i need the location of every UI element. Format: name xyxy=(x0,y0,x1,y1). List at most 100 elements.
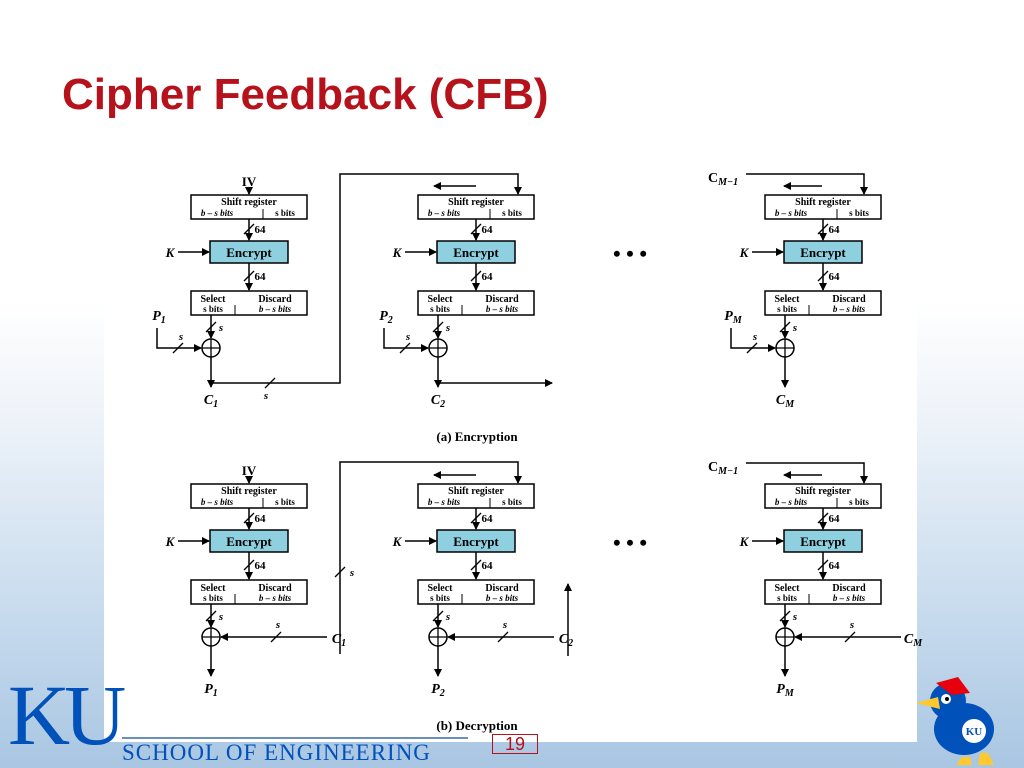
shift-register-box-1 xyxy=(190,483,308,509)
school-of-engineering-label: SCHOOL OF ENGINEERING xyxy=(122,740,431,765)
select-discard-box-1 xyxy=(190,290,308,316)
width-64b-label-1: 64 xyxy=(255,560,267,572)
shift-right-label-3: s bits xyxy=(849,208,869,218)
mascot-badge-text: KU xyxy=(966,726,983,738)
key-label-1: K xyxy=(165,245,176,260)
section-caption: (a) Encryption xyxy=(436,429,518,444)
key-label-3: K xyxy=(739,534,750,549)
input-arrow-2 xyxy=(383,328,429,352)
input-label-3: CM xyxy=(904,632,923,649)
width-64b-label-2: 64 xyxy=(482,271,494,283)
input-slash-1 xyxy=(270,631,282,643)
discard-label-1: Discard xyxy=(258,583,292,594)
shift-right-label-1: s bits xyxy=(275,497,295,507)
select-label-3: Select xyxy=(775,583,801,594)
jayhawk-mascot-icon: KU xyxy=(916,677,994,765)
width-slash-64a-1 xyxy=(243,512,255,524)
input-label-3: PM xyxy=(724,309,743,326)
select-discard-box-3 xyxy=(764,290,882,316)
width-64b-label-1: 64 xyxy=(255,271,267,283)
output-label-2: P2 xyxy=(431,682,445,699)
encrypt-label-1: Encrypt xyxy=(226,245,272,260)
shift-left-label-1: b – s bits xyxy=(201,208,234,218)
width-slash-64a-1 xyxy=(243,223,255,235)
enc-feedback-arrow xyxy=(211,173,522,384)
iv-label: IV xyxy=(242,174,257,189)
cm1-feed-arrow xyxy=(746,462,868,484)
shift-right-label-2: s bits xyxy=(502,208,522,218)
width-slash-64a-3 xyxy=(817,512,829,524)
input-slash-1 xyxy=(172,342,184,354)
shift-register-box-1 xyxy=(190,194,308,220)
width-slash-64b-3 xyxy=(817,270,829,282)
shift-left-label-2: b – s bits xyxy=(428,208,461,218)
discard-label-2: Discard xyxy=(485,294,519,305)
input-label-1: P1 xyxy=(152,309,166,326)
shift-register-label-3: Shift register xyxy=(795,197,851,208)
width-slash-64a-3 xyxy=(817,223,829,235)
width-64a-label-2: 64 xyxy=(482,224,494,236)
shift-register-box-3 xyxy=(764,483,882,509)
width-slash-s-1 xyxy=(205,321,217,333)
discard-label-3: Discard xyxy=(832,294,866,305)
width-64a-label-3: 64 xyxy=(829,224,841,236)
input-label-2: P2 xyxy=(379,309,393,326)
discard-sub-label-2: b – s bits xyxy=(486,593,519,603)
width-64b-label-2: 64 xyxy=(482,560,494,572)
footer-rule xyxy=(122,737,468,739)
input-arrow-1 xyxy=(156,328,202,352)
width-slash-64a-2 xyxy=(470,223,482,235)
input-s-label-2: s xyxy=(502,619,507,631)
shift-register-box-2 xyxy=(417,194,535,220)
width-s-label-1: s xyxy=(218,611,223,623)
shift-register-label-1: Shift register xyxy=(221,486,277,497)
width-64a-label-1: 64 xyxy=(255,513,267,525)
shift-register-label-2: Shift register xyxy=(448,486,504,497)
shift-right-label-1: s bits xyxy=(275,208,295,218)
cm1-feed-arrow xyxy=(746,173,868,195)
discard-sub-label-2: b – s bits xyxy=(486,304,519,314)
shift-left-label-1: b – s bits xyxy=(201,497,234,507)
input-s-label-2: s xyxy=(405,331,410,343)
width-s-label-2: s xyxy=(445,611,450,623)
shift-left-label-3: b – s bits xyxy=(775,497,808,507)
input-label-1: C1 xyxy=(332,632,346,649)
select-sub-label-3: s bits xyxy=(777,593,797,603)
section-caption: (b) Decryption xyxy=(436,718,518,733)
input-slash-3 xyxy=(746,342,758,354)
width-64a-label-2: 64 xyxy=(482,513,494,525)
select-sub-label-3: s bits xyxy=(777,304,797,314)
width-64b-label-3: 64 xyxy=(829,560,841,572)
width-slash-64a-2 xyxy=(470,512,482,524)
select-discard-box-2 xyxy=(417,579,535,605)
width-slash-s-3 xyxy=(779,610,791,622)
input-s-label-1: s xyxy=(178,331,183,343)
ellipsis: • • • xyxy=(613,530,647,555)
key-label-2: K xyxy=(392,245,403,260)
discard-sub-label-3: b – s bits xyxy=(833,593,866,603)
input-label-2: C2 xyxy=(559,632,573,649)
width-s-label-3: s xyxy=(792,611,797,623)
encrypt-label-1: Encrypt xyxy=(226,534,272,549)
width-slash-s-3 xyxy=(779,321,791,333)
input-s-label-1: s xyxy=(275,619,280,631)
shift-left-label-3: b – s bits xyxy=(775,208,808,218)
key-label-1: K xyxy=(165,534,176,549)
output-label-3: CM xyxy=(776,393,795,410)
select-sub-label-2: s bits xyxy=(430,304,450,314)
output-label-1: C1 xyxy=(204,393,218,410)
shift-right-label-2: s bits xyxy=(502,497,522,507)
width-64a-label-3: 64 xyxy=(829,513,841,525)
encrypt-label-2: Encrypt xyxy=(453,534,499,549)
dec-feedback-s-label: s xyxy=(349,567,354,579)
discard-sub-label-1: b – s bits xyxy=(259,593,292,603)
select-discard-box-2 xyxy=(417,290,535,316)
discard-label-1: Discard xyxy=(258,294,292,305)
width-s-label-3: s xyxy=(792,322,797,334)
encrypt-label-2: Encrypt xyxy=(453,245,499,260)
shift-register-label-2: Shift register xyxy=(448,197,504,208)
width-slash-s-1 xyxy=(205,610,217,622)
key-label-3: K xyxy=(739,245,750,260)
select-discard-box-3 xyxy=(764,579,882,605)
